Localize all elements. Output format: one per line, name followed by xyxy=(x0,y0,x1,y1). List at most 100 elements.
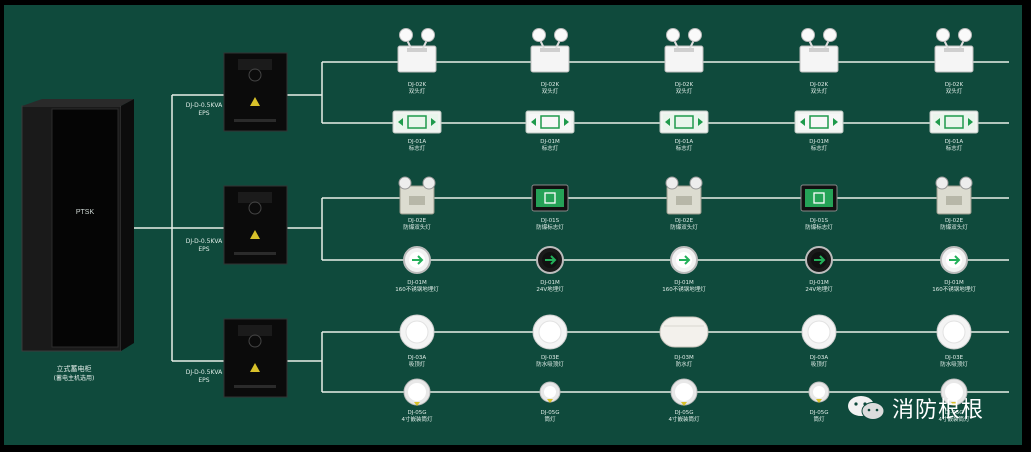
device-name: 筒灯 xyxy=(813,417,825,423)
device-1-5 xyxy=(934,28,974,73)
device-model: DJ-01A xyxy=(407,139,427,145)
junction-box xyxy=(409,196,425,205)
device-name: 防水灯 xyxy=(675,362,693,368)
warning-mark xyxy=(681,402,687,406)
device-model: DJ-02E xyxy=(407,218,427,224)
eps-dial xyxy=(248,68,262,82)
device-5-3 xyxy=(659,316,709,348)
lamp-head xyxy=(398,176,412,190)
warning-mark xyxy=(547,399,553,403)
cabinet-brand: PTSK xyxy=(76,209,95,216)
exit-green-face xyxy=(536,189,564,207)
downlight-lens xyxy=(408,383,426,401)
cabinet-side xyxy=(121,99,134,351)
housing xyxy=(934,45,974,73)
device-name: 双头灯 xyxy=(541,89,559,95)
device-name: 标志灯 xyxy=(675,146,693,152)
cabinet-top xyxy=(22,99,134,106)
warning-icon xyxy=(250,230,260,239)
device-6-3 xyxy=(670,378,698,406)
warning-mark xyxy=(951,402,957,406)
eps-dial xyxy=(248,334,262,348)
floor-cabinet: PTSK xyxy=(21,99,134,352)
device-6-4 xyxy=(808,381,830,403)
eps-display xyxy=(238,59,272,70)
device-4-2 xyxy=(536,246,564,274)
device-name: 标志灯 xyxy=(408,146,426,152)
eps-unit-2 xyxy=(223,185,288,265)
lamp-head xyxy=(665,176,679,190)
device-4-5 xyxy=(940,246,968,274)
lamp-head xyxy=(959,176,973,190)
device-3-1 xyxy=(398,176,436,215)
device-2-2 xyxy=(525,110,575,134)
lamp-head xyxy=(554,28,568,42)
junction-box xyxy=(676,196,692,205)
lamp-head xyxy=(421,28,435,42)
wechat-icon xyxy=(848,396,885,420)
device-name: 160不锈钢地埋灯 xyxy=(395,287,439,293)
arrow-icon xyxy=(814,255,826,265)
device-name: 双头灯 xyxy=(945,89,963,95)
downlight-lens xyxy=(945,383,963,401)
exit-icon xyxy=(813,192,825,204)
device-5-1 xyxy=(399,314,435,350)
device-name: 吸顶灯 xyxy=(810,362,828,368)
device-4-4 xyxy=(805,246,833,274)
device-model: DJ-02K xyxy=(540,82,560,88)
device-name: 标志灯 xyxy=(945,146,963,152)
exit-icon xyxy=(540,115,560,129)
exit-icon xyxy=(544,192,556,204)
device-3-5 xyxy=(935,176,973,215)
lamp-head xyxy=(666,28,680,42)
device-name: 吸顶灯 xyxy=(408,362,426,368)
device-name: 双头灯 xyxy=(810,89,828,95)
eps-vent xyxy=(234,385,276,388)
device-name: 160不锈钢地埋灯 xyxy=(662,287,706,293)
device-model: DJ-01M xyxy=(407,280,427,286)
downlight-lens xyxy=(675,383,693,401)
lamp-head xyxy=(532,28,546,42)
eps-unit-1 xyxy=(223,52,288,132)
device-model: DJ-01M xyxy=(944,280,964,286)
device-name: 24V地埋灯 xyxy=(536,287,564,293)
device-model: DJ-03E xyxy=(944,355,964,361)
device-name: 防水吸顶灯 xyxy=(940,362,968,368)
oval-lamp xyxy=(659,316,709,348)
device-5-4 xyxy=(801,314,837,350)
label-plate xyxy=(809,48,829,52)
device-6-1 xyxy=(403,378,431,406)
device-model: DJ-01A xyxy=(944,139,964,145)
device-6-5 xyxy=(940,378,968,406)
device-model: DJ-02K xyxy=(944,82,964,88)
watermark: 消防根根 xyxy=(846,392,984,424)
device-6-2 xyxy=(539,381,561,403)
exit-icon xyxy=(674,115,694,129)
label-plate xyxy=(540,48,560,52)
exit-icon xyxy=(407,115,427,129)
label-plate xyxy=(674,48,694,52)
label-plate xyxy=(407,48,427,52)
exit-green-face xyxy=(805,189,833,207)
device-3-4 xyxy=(800,184,838,212)
device-4-1 xyxy=(403,246,431,274)
